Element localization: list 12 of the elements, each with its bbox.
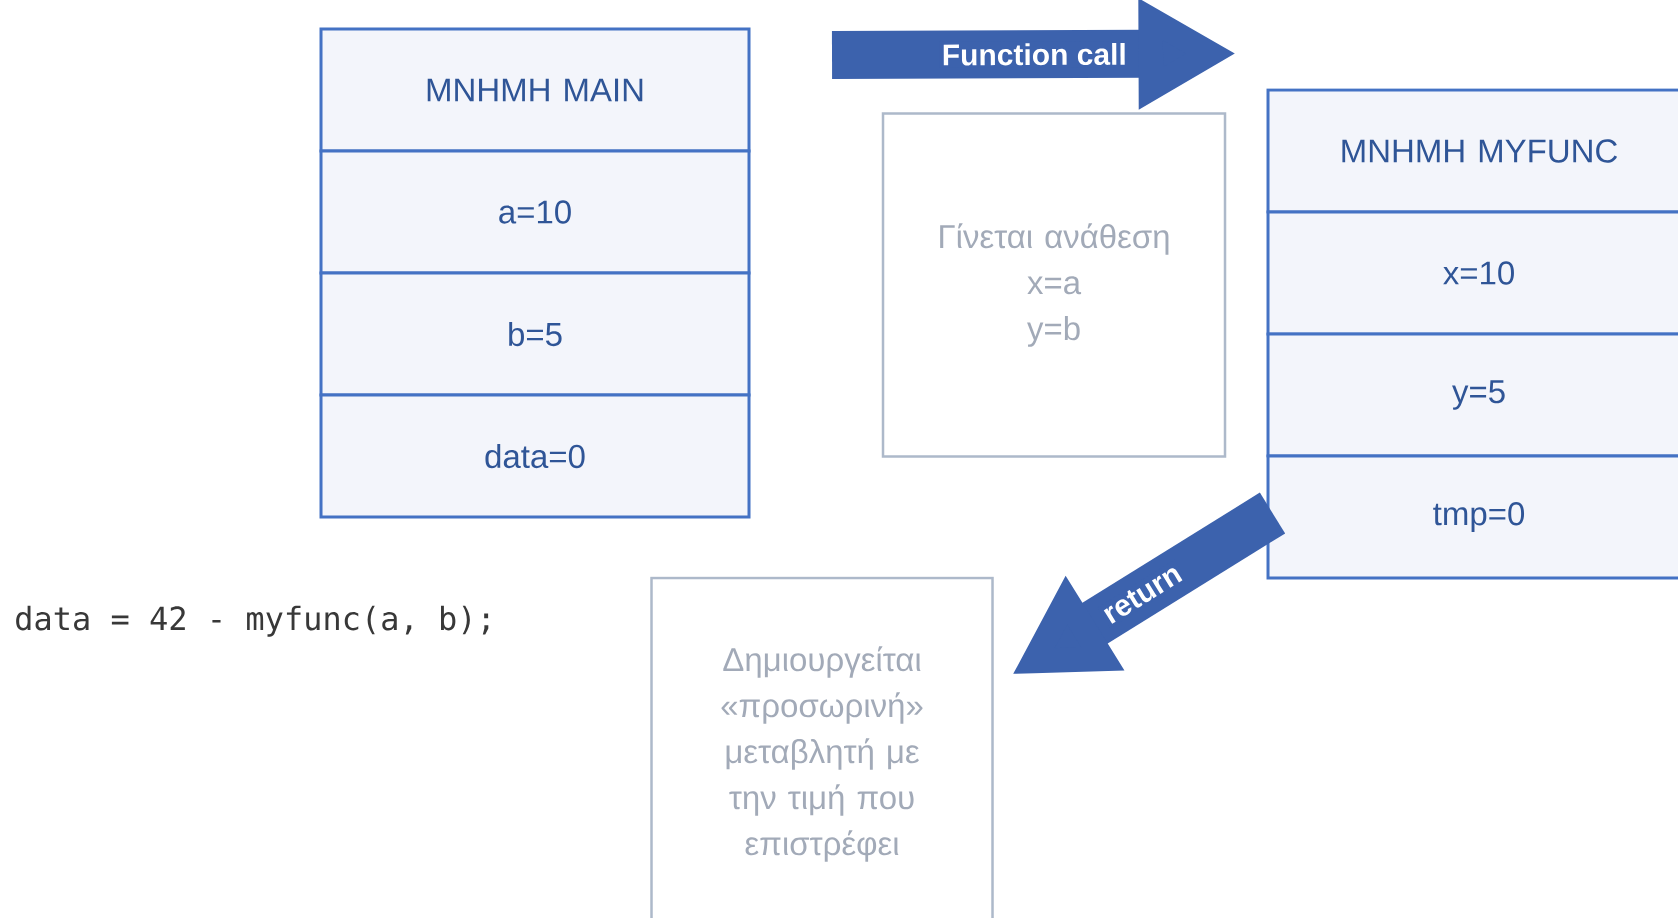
memory-cell: MNHMH MYFUNC [1266,88,1678,214]
note-box: Δημιουργείται «προσωρινή» μεταβλητή με την τιμή που επιστρέφει [650,576,994,918]
edge-label: Function call [939,40,1129,68]
memory-cell: data=0 [319,393,751,519]
memory-cell: a=10 [319,149,751,275]
note-box: Γίνεται ανάθεση x=a y=b [881,112,1227,458]
memory-cell: tmp=0 [1266,454,1678,580]
memory-cell: y=5 [1266,332,1678,458]
memory-cell: b=5 [319,271,751,397]
memory-cell: MNHMH MAIN [319,27,751,153]
memory-cell: x=10 [1266,210,1678,336]
code-line: data = 42 - myfunc(a, b); [16,605,489,637]
